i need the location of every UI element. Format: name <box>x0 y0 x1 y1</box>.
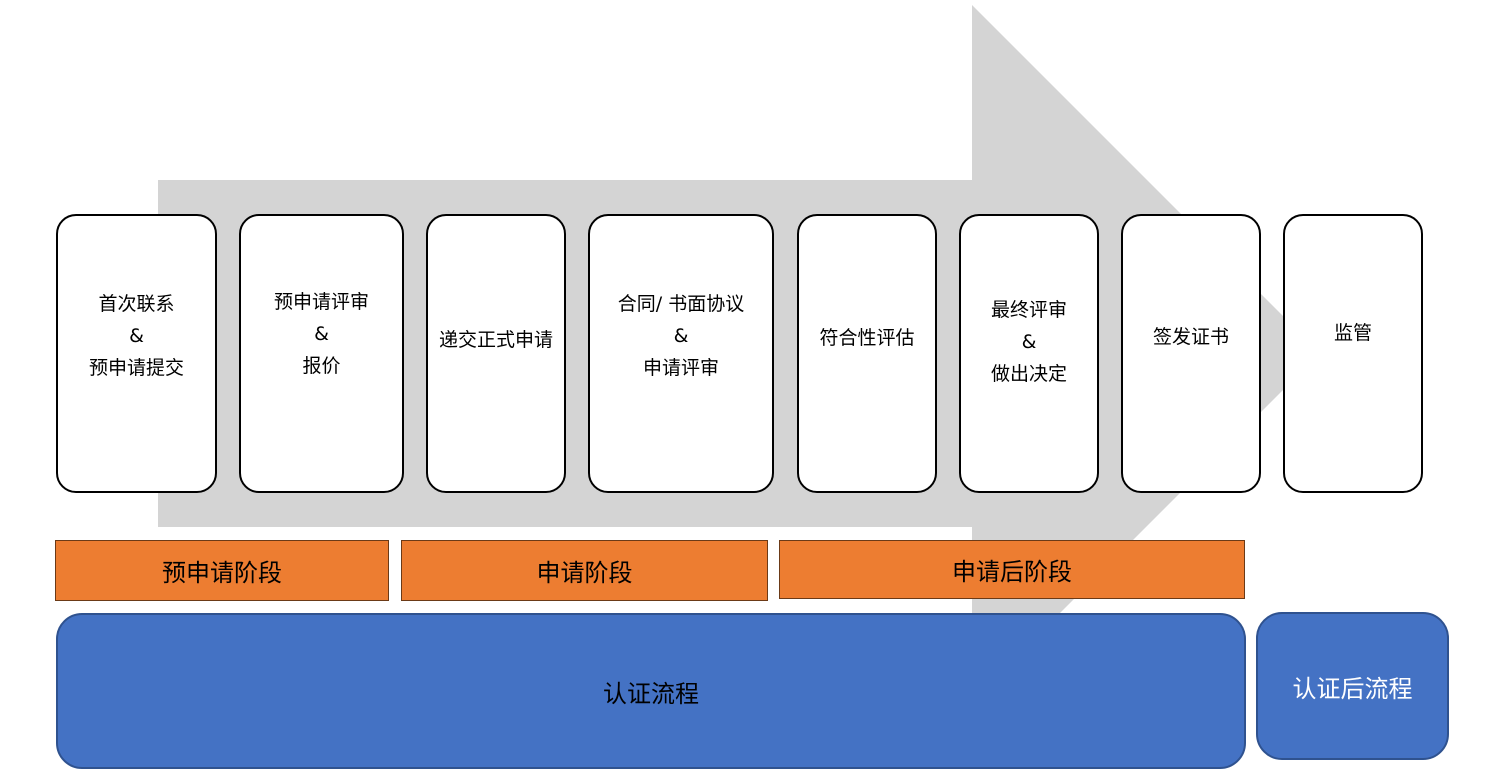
step-final-review: 最终评审 & 做出决定 <box>959 214 1099 493</box>
step-conformity-assessment: 符合性评估 <box>797 214 937 493</box>
post-certification-process: 认证后流程 <box>1256 612 1449 760</box>
step-formal-application: 递交正式申请 <box>426 214 566 493</box>
step-text: 首次联系 <box>98 293 175 315</box>
step-text: 预申请提交 <box>88 357 184 379</box>
step-surveillance: 监管 <box>1283 214 1423 493</box>
step-text: 最终评审 <box>990 299 1067 321</box>
step-text: 递交正式申请 <box>438 329 553 351</box>
phase-application: 申请阶段 <box>401 540 768 601</box>
certification-process: 认证流程 <box>56 613 1246 769</box>
step-text: 签发证书 <box>1152 326 1229 348</box>
phase-post-application: 申请后阶段 <box>779 540 1245 599</box>
step-text: & <box>673 325 689 347</box>
step-text: 符合性评估 <box>819 327 915 349</box>
step-text: 预申请评审 <box>273 291 369 313</box>
step-text: & <box>314 323 329 345</box>
step-text: & <box>129 325 144 347</box>
step-text: 合同/ 书面协议 <box>617 293 745 315</box>
step-pre-application-review: 预申请评审 & 报价 <box>239 214 404 493</box>
step-issue-certificate: 签发证书 <box>1121 214 1261 493</box>
phase-pre-application: 预申请阶段 <box>55 540 389 601</box>
step-text: & <box>1021 331 1037 353</box>
step-text: 监管 <box>1333 322 1372 344</box>
step-first-contact: 首次联系 & 预申请提交 <box>56 214 217 493</box>
step-text: 报价 <box>302 355 341 377</box>
step-text: 做出决定 <box>990 363 1067 385</box>
step-text: 申请评审 <box>642 357 719 379</box>
step-contract-review: 合同/ 书面协议 & 申请评审 <box>588 214 774 493</box>
